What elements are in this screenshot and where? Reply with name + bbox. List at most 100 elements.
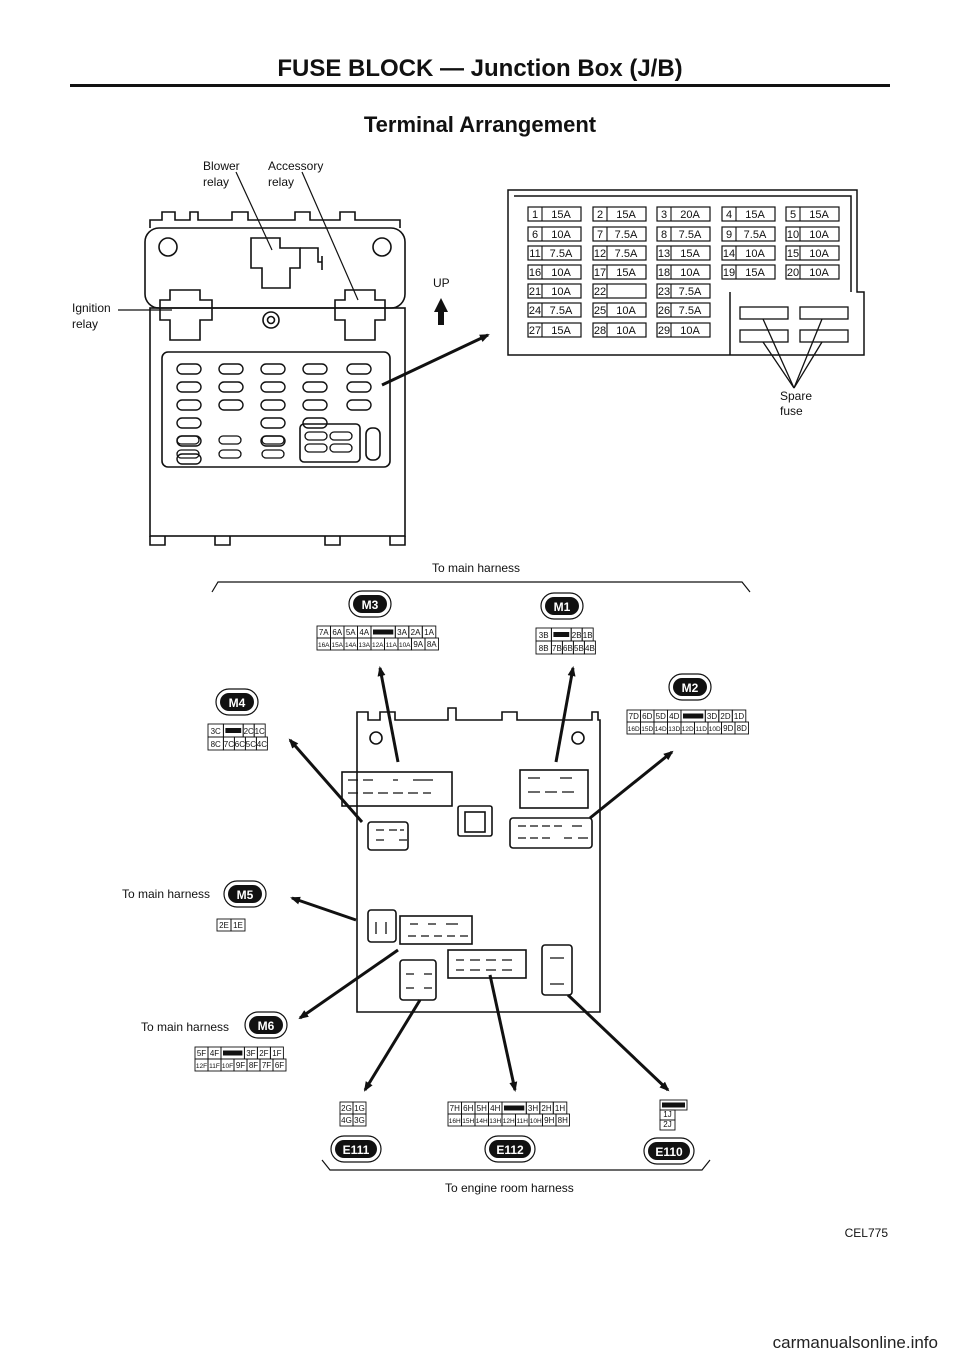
connector-pin-label: 7C [224,740,234,749]
fuse-number: 12 [594,248,606,260]
connector-id-label: M2 [682,681,699,695]
spare-fuse-label-1: Spare [780,389,812,403]
fuse-slot-icon [302,399,328,411]
connector-pin-label: 1J [663,1110,671,1119]
fuse-cell [721,206,776,222]
section-title: Terminal Arrangement [363,112,597,137]
fuse-cell [721,226,776,242]
fuse-slot-icon [329,443,353,453]
fuse-amperage: 10A [809,267,829,279]
connector-badge [648,1142,690,1160]
fuse-cell [656,302,711,318]
rear-connector-pin-dashes [348,777,588,989]
connector-badge-outline [484,1135,536,1163]
fuse-cell [527,322,582,338]
fuse-number: 8 [661,229,667,241]
fuse-cell [656,206,711,222]
fuse-amperage: 10A [616,305,636,317]
fuse-number: 22 [594,286,606,298]
accessory-relay-label-2: relay [268,175,294,189]
connector-id-label: M3 [362,598,379,612]
fuse-amperage: 15A [745,267,765,279]
fuse-amperage: 15A [551,209,571,221]
connector-key-mark [225,728,242,733]
connector-badge-outline [330,1135,382,1163]
connector-pointer-arrows [288,666,674,1092]
connector-id-label: E112 [496,1143,524,1157]
connector-pin-label: 3H [528,1104,538,1113]
connector-pin-label: 8A [427,640,437,649]
connector-pin-label: 16A [318,642,330,649]
fuse-number: 16 [529,267,541,279]
fuse-slot-icon [176,417,202,429]
connector-pin-cell [255,736,268,751]
fuse-cell [785,226,840,242]
fuse-cell [527,302,582,318]
fuse-number: 10 [787,229,799,241]
connector-pin-label: 2J [663,1120,671,1129]
connector-pin-label: 10D [709,726,721,733]
connector-badge-outline [540,592,584,620]
connector-key-mark [504,1105,525,1111]
connector-pin-label: 1F [272,1049,281,1058]
watermark: carmanualsonline.info [772,1333,938,1352]
connector-pin-label: 12F [196,1063,207,1070]
fuse-slot-icon [218,363,244,375]
fuse-amperage: 7.5A [744,229,767,241]
connector-pin-label: 7B [552,644,562,653]
connector-pin-label: 4F [210,1049,219,1058]
fuse-amperage: 7.5A [679,229,702,241]
fuse-amperage: 20A [680,209,700,221]
fuse-amperage: 15A [551,325,571,337]
connector-pin-label: 6B [563,644,573,653]
fuse-amperage: 10A [680,325,700,337]
connector-pin-label: 12A [372,642,384,649]
fuse-amperage: 7.5A [550,248,573,260]
fuse-slot-icon [329,431,353,441]
fuse-slot-icon [218,381,244,393]
connector-pin-label: 10A [399,642,411,649]
page-header-title: FUSE BLOCK — Junction Box (J/B) [277,55,683,82]
fuse-amperage: 7.5A [615,229,638,241]
connector-id-label: M5 [237,888,254,902]
to-main-harness-top-label: To main harness [432,561,520,575]
fuse-slot-icon [176,449,200,459]
fuse-slot-icon [261,449,285,459]
fuse-slot-icon [260,417,286,429]
fuse-slot-icon [346,381,372,393]
connector-pin-label: 3G [354,1116,365,1125]
connector-key-mark [373,629,394,635]
fuse-amperage: 7.5A [550,305,573,317]
fuse-cell [592,245,647,261]
connector-pin-label: 7H [450,1104,460,1113]
connector-pin-label: 3B [539,631,549,640]
fuse-amperage: 15A [745,209,765,221]
connector-pin-label: 9D [723,724,733,733]
fuse-cell [527,283,582,299]
fuse-cell [785,206,840,222]
fuse-cell [656,264,711,280]
fuse-number: 14 [723,248,735,260]
spare-fuse-slots [739,306,849,389]
fuse-slot-icon [218,435,242,445]
connector-pin-label: 2D [720,712,730,721]
junction-box-rear-view [341,707,601,1013]
fuse-slot-icon [260,363,286,375]
connector-pin-label: 9F [236,1061,245,1070]
blower-relay-label-1: Blower [203,159,240,173]
connector-pin-label: 5A [346,628,356,637]
connector-badge-outline [668,673,712,701]
fuse-amperage: 15A [809,209,829,221]
connector-pin-label: 1E [233,921,243,930]
connector-pin-label: 2C [244,727,254,736]
connector-pin-label: 10H [530,1118,542,1125]
fuse-slot-icon [218,399,244,411]
fuse-number: 18 [658,267,670,279]
connector-id-label: M6 [258,1019,275,1033]
connector-pin-label: 6F [275,1061,284,1070]
connector-pin-cell [734,721,749,735]
fuse-slot-icon [302,381,328,393]
connector-pin-label: 3A [397,628,407,637]
fuse-amperage: 7.5A [679,305,702,317]
